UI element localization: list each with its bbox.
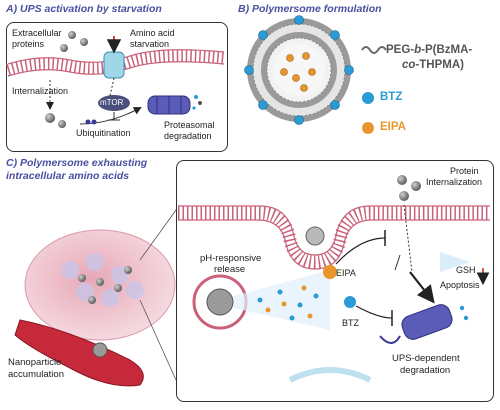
btz-legend-label: BTZ xyxy=(380,91,403,103)
protein-label-2: Internalization xyxy=(426,177,483,187)
gsh-label: GSH xyxy=(456,265,476,275)
panel-a-title: A) UPS activation by starvation xyxy=(6,3,162,15)
panel-c-membrane xyxy=(178,205,490,270)
apoptosis-label: Apoptosis xyxy=(440,280,480,290)
mtor-label: mTOR xyxy=(100,98,124,107)
polymer-chain-icon xyxy=(361,46,387,54)
nano-label-2: accumulation xyxy=(8,369,64,380)
panel-c-box xyxy=(176,160,494,402)
amino-acid-label-1: Amino acid xyxy=(130,28,175,38)
polymer-label-line-1: PEG-b-P(BzMA- xyxy=(386,44,473,56)
extracellular-label-1: Extracellular xyxy=(12,28,62,38)
ups-label-1: UPS-dependent xyxy=(392,353,460,364)
eipa-legend-label: EIPA xyxy=(380,121,406,133)
panel-c-title-1: C) Polymersome exhausting xyxy=(6,157,148,169)
btz-inhibit-arrow xyxy=(355,305,393,319)
ups-label-2: degradation xyxy=(400,365,451,376)
eipa-legend-dot xyxy=(362,122,374,134)
ph-label-2: release xyxy=(214,264,246,275)
polymer-label-line-2: co-THPMA) xyxy=(402,59,464,71)
tumor-tissue-icon xyxy=(14,209,177,387)
ph-label-1: pH-responsive xyxy=(200,253,262,264)
proteasomal-label-1: Proteasomal xyxy=(164,120,215,130)
protein-internalization-icons xyxy=(394,175,435,304)
panel-c-title-2: intracellular amino acids xyxy=(6,170,130,182)
internalization-label: Internalization xyxy=(12,86,69,96)
proteasomal-label-2: degradation xyxy=(164,131,212,141)
extracellular-protein-icons xyxy=(45,31,88,128)
btz-legend-dot xyxy=(362,92,374,104)
panel-b-title: B) Polymersome formulation xyxy=(238,3,382,15)
apoptosis-arrow-icon xyxy=(440,252,470,272)
btz-c-label: BTZ xyxy=(342,318,359,328)
amino-acid-transporter-icon xyxy=(103,36,125,97)
eipa-inhibit-arrow xyxy=(335,237,386,265)
eipa-c-label: EIPA xyxy=(336,268,356,278)
eipa-drug-icon xyxy=(323,265,337,279)
polymersome-icon xyxy=(244,15,354,125)
protein-label-1: Protein xyxy=(450,166,479,176)
ubiquitination-label: Ubiquitination xyxy=(76,128,131,138)
release-polymersome-icon xyxy=(192,270,330,330)
nano-label-1: Nanoparticle xyxy=(8,357,62,368)
proteasome-icon-c xyxy=(379,304,469,344)
btz-drug-icon xyxy=(344,296,356,308)
amino-acid-label-2: starvation xyxy=(130,39,170,49)
er-membrane-icon xyxy=(288,367,372,383)
extracellular-label-2: proteins xyxy=(12,39,45,49)
proteasome-icon-a xyxy=(79,95,202,125)
